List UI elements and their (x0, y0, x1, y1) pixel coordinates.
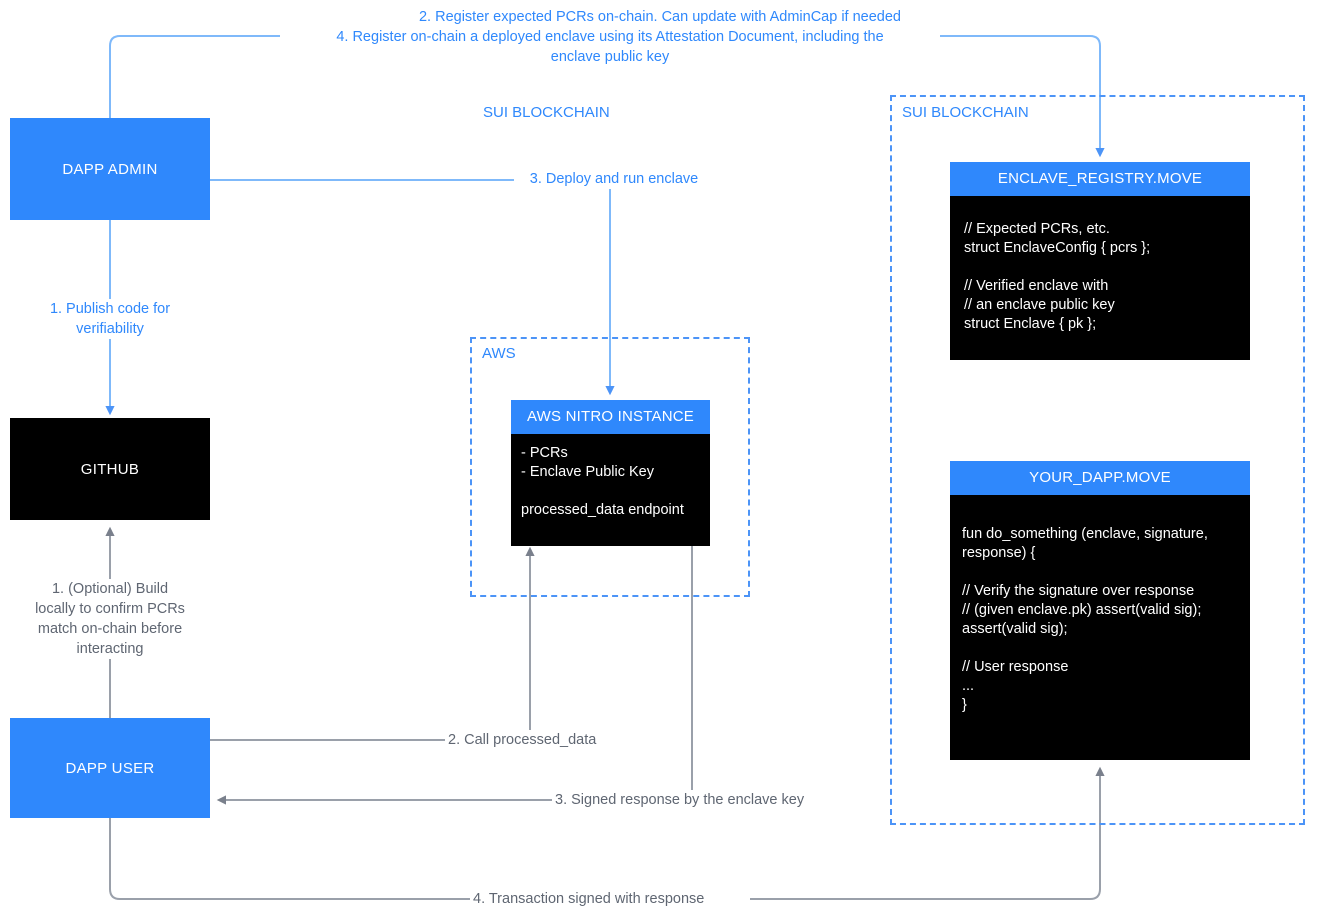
code-line: processed_data endpoint (521, 502, 684, 518)
code-line: response) { (962, 545, 1036, 561)
edge-label-register-enclave: 4. Register on-chain a deployed enclave … (280, 27, 940, 67)
node-github[interactable]: GITHUB (10, 418, 210, 520)
code-line: } (962, 697, 967, 713)
card-enclave-registry-title: ENCLAVE_REGISTRY.MOVE (950, 162, 1250, 196)
node-dapp-user[interactable]: DAPP USER (10, 718, 210, 818)
card-enclave-registry-move[interactable]: ENCLAVE_REGISTRY.MOVE // Expected PCRs, … (950, 162, 1250, 360)
card-aws-nitro-body: - PCRs - Enclave Public Key processed_da… (511, 434, 710, 546)
code-line: // Expected PCRs, etc. (964, 221, 1110, 237)
edge-label-signed-response: 3. Signed response by the enclave key (552, 790, 852, 810)
card-aws-nitro-title: AWS NITRO INSTANCE (511, 400, 710, 434)
edge-label-publish-code: 1. Publish code for verifiability (20, 299, 200, 339)
code-line: // an enclave public key (964, 297, 1115, 313)
node-dapp-user-label: DAPP USER (65, 759, 155, 777)
code-line: fun do_something (enclave, signature, (962, 526, 1208, 542)
edge-label-call-processed-data: 2. Call processed_data (445, 730, 665, 750)
card-aws-nitro-instance[interactable]: AWS NITRO INSTANCE - PCRs - Enclave Publ… (511, 400, 710, 546)
group-aws (470, 337, 750, 597)
card-enclave-registry-body: // Expected PCRs, etc. struct EnclaveCon… (950, 196, 1250, 360)
code-line: // User response (962, 659, 1069, 675)
code-line-blank (521, 482, 700, 501)
code-line: struct EnclaveConfig { pcrs }; (964, 240, 1151, 256)
group-label-sui: SUI BLOCKCHAIN (478, 104, 615, 121)
group-label-sui-blockchain: SUI BLOCKCHAIN (897, 104, 1034, 121)
code-line: assert(valid sig); (962, 621, 1068, 637)
code-line-blank (962, 639, 1238, 658)
edge-label-deploy-run-enclave: 3. Deploy and run enclave (514, 169, 714, 189)
group-label-aws: AWS (477, 345, 521, 362)
code-line: struct Enclave { pk }; (964, 316, 1097, 332)
code-line: // Verified enclave with (964, 278, 1109, 294)
code-line: - PCRs (521, 445, 568, 461)
edge-label-build-locally: 1. (Optional) Build locally to confirm P… (20, 579, 200, 659)
code-line-blank (964, 258, 1236, 277)
card-your-dapp-title: YOUR_DAPP.MOVE (950, 461, 1250, 495)
edge-label-register-pcrs: 2. Register expected PCRs on-chain. Can … (310, 7, 1010, 27)
card-your-dapp-body: fun do_something (enclave, signature, re… (950, 495, 1250, 760)
node-github-label: GITHUB (80, 460, 140, 478)
card-your-dapp-move[interactable]: YOUR_DAPP.MOVE fun do_something (enclave… (950, 461, 1250, 760)
code-line: ... (962, 678, 975, 694)
node-dapp-admin-label: DAPP ADMIN (62, 160, 158, 178)
node-dapp-admin[interactable]: DAPP ADMIN (10, 118, 210, 220)
edge-label-transaction-signed: 4. Transaction signed with response (470, 889, 750, 909)
code-line-blank (962, 563, 1238, 582)
code-line: // (given enclave.pk) assert(valid sig); (962, 602, 1202, 618)
code-line: // Verify the signature over response (962, 583, 1195, 599)
group-sui-blockchain (890, 95, 1305, 825)
code-line: - Enclave Public Key (521, 464, 654, 480)
